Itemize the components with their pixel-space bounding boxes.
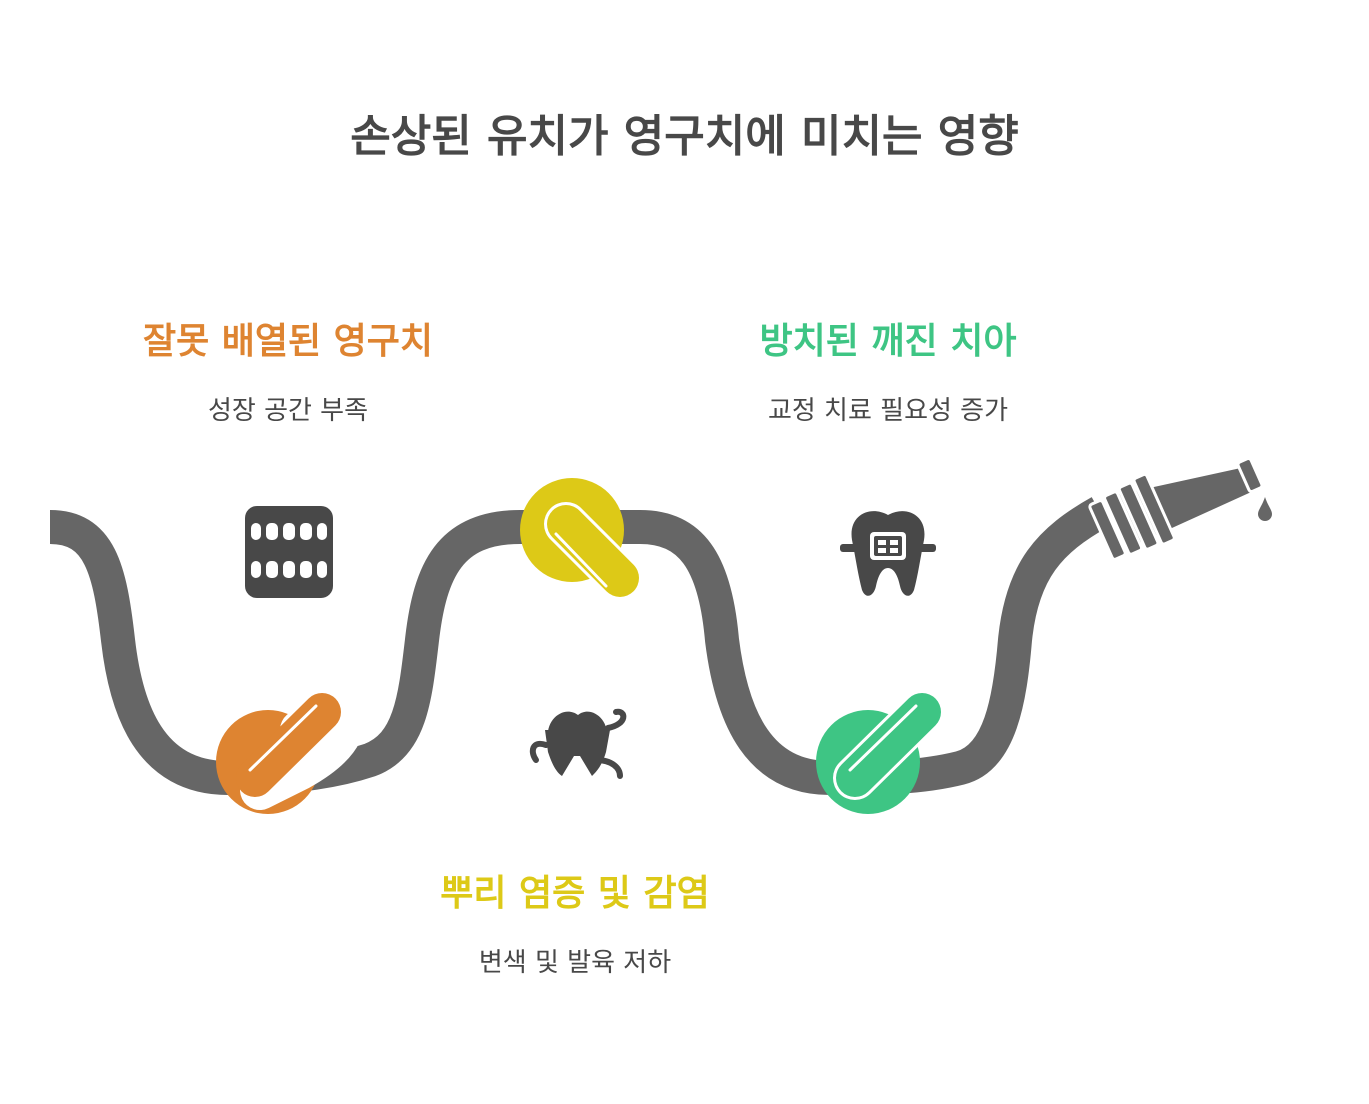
tooth-roots-icon xyxy=(529,708,627,779)
water-drop-icon xyxy=(1258,497,1272,521)
knot-green xyxy=(816,690,944,814)
knot-yellow xyxy=(520,478,642,600)
heading-root-infection: 뿌리 염증 및 감염 xyxy=(440,873,710,914)
sub-misaligned-teeth: 성장 공간 부족 xyxy=(207,396,369,426)
sub-root-infection: 변색 및 발육 저하 xyxy=(478,948,672,978)
nozzle xyxy=(1088,456,1272,561)
tooth-braces-icon xyxy=(840,511,936,596)
teeth-rows-icon xyxy=(245,506,333,598)
sub-broken-tooth: 교정 치료 필요성 증가 xyxy=(767,396,1009,426)
heading-misaligned-teeth: 잘못 배열된 영구치 xyxy=(142,321,434,362)
page-title: 손상된 유치가 영구치에 미치는 영향 xyxy=(350,111,1019,162)
heading-broken-tooth: 방치된 깨진 치아 xyxy=(759,321,1017,362)
knot-orange xyxy=(216,687,366,814)
